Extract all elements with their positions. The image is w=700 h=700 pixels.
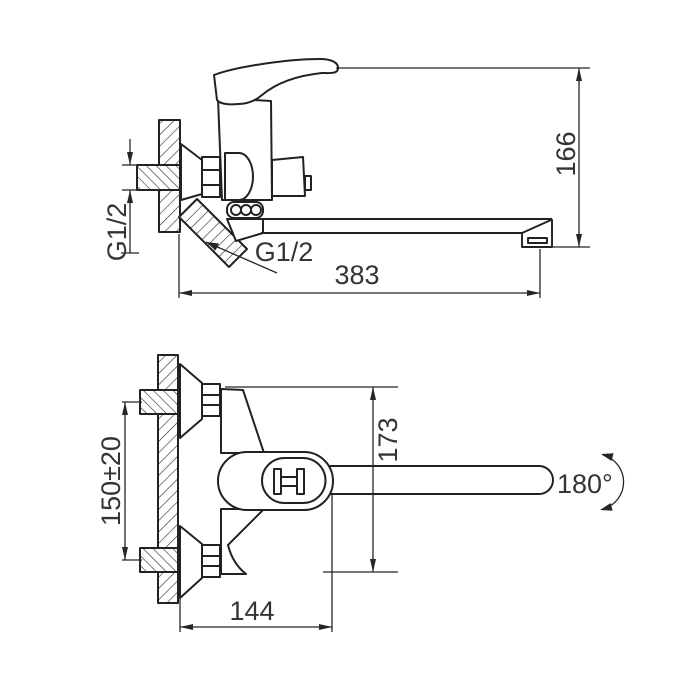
height-dimension-label: 166 <box>551 131 581 176</box>
cold-supply-stub <box>139 547 179 573</box>
check-valve-pipe <box>178 198 248 268</box>
valve-thread-label: G1/2 <box>255 237 314 267</box>
diverter-block <box>271 156 306 197</box>
faucet-body <box>217 97 312 201</box>
mounting-nut <box>201 156 221 198</box>
label-valve-thread: G1/2 <box>205 237 314 274</box>
label-inlet-thread: G1/2 <box>102 139 139 261</box>
aerator <box>527 237 548 244</box>
diverter-stub <box>304 175 312 191</box>
dimension-length-383: 383 <box>178 234 541 298</box>
inlet-pipe-stub <box>136 164 181 191</box>
inlet-thread-label: G1/2 <box>102 203 132 262</box>
front-view: 173 150±20 144 180° <box>96 354 625 632</box>
swivel-angle-label: 180° <box>557 469 613 499</box>
swivel-annotation: 180° <box>557 453 625 511</box>
escutcheon-cone <box>180 143 203 201</box>
spout-front <box>322 465 554 495</box>
hot-supply-stub <box>139 389 179 415</box>
length-dimension-label: 383 <box>334 260 379 290</box>
lever-handle-side <box>213 58 340 106</box>
lever-handle-front <box>217 451 334 511</box>
spout-joint-detail <box>226 201 264 242</box>
dimension-overall-173: 173 <box>225 386 403 573</box>
spout-side <box>227 218 553 248</box>
dimension-projection-144: 144 <box>179 494 333 632</box>
bottom-eccentric <box>179 525 221 599</box>
dimension-height-166: 166 <box>336 67 590 248</box>
dimension-spacing-150: 150±20 <box>96 401 142 561</box>
top-eccentric <box>179 363 221 439</box>
cartridge-dome <box>224 152 254 201</box>
side-view: 166 383 G1/2 G1/2 <box>102 58 590 298</box>
inlet-spacing-dimension-label: 150±20 <box>96 436 126 526</box>
projection-dimension-label: 144 <box>229 596 274 626</box>
overall-height-dimension-label: 173 <box>373 417 403 462</box>
wall-section-front <box>157 354 179 604</box>
handle-grip-detail <box>273 468 305 495</box>
